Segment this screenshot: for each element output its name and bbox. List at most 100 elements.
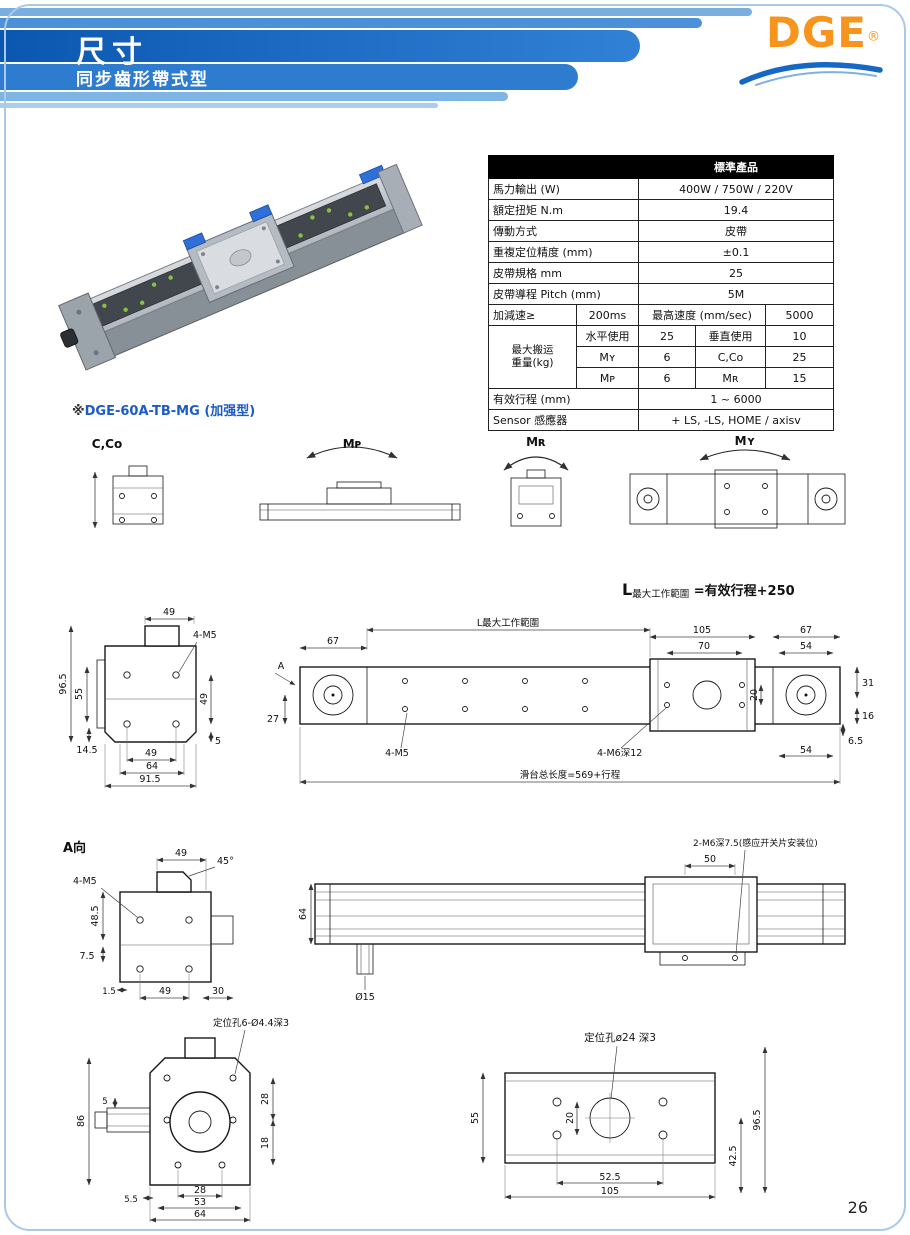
dim-profile-height: 64 [298,908,309,920]
spec-sensor-label: Sensor 感應器 [488,409,639,431]
label-front-holes: 4-M5 [193,630,217,641]
a-view-title: A向 [63,840,86,856]
spec-accel-label: 加減速≥ [488,304,577,326]
dim-front-height-bottom: 14.5 [76,745,97,756]
dim-motor-bottom-w2: 53 [194,1197,206,1208]
spec-mr-value: 15 [764,367,835,389]
header-stripe [0,64,578,90]
dim-aview-top: 49 [175,848,187,859]
dim-aview-bottom-small: 1.5 [102,987,116,997]
label-motor-positioning-holes: 定位孔6-Ø4.4深3 [213,1017,289,1029]
spec-accel-value: 200ms [576,304,639,326]
spec-my-label: Mʏ [576,346,639,368]
brand-logo-text: DGE [765,8,867,57]
spec-sensor-value: + LS, -LS, HOME / axisv [637,409,835,431]
spec-power-value: 400W / 750W / 220V [637,178,835,200]
dim-front-height-total: 96.5 [58,673,69,694]
dim-motor-bottom-w1: 28 [194,1185,206,1196]
spec-belt-pitch-label: 皮帶導程 Pitch (mm) [488,283,639,305]
formula-l: L [622,580,633,599]
header-stripe [0,18,702,28]
spec-mp-value: 6 [638,367,696,389]
dim-aview-bottom: 49 [159,986,171,997]
formula-subscript: 最大工作範圍 [632,589,690,600]
label-slider-positioning-hole: 定位孔ø24 深3 [584,1031,656,1044]
caption-mark: ※ [72,404,85,419]
dim-left-end-width: 67 [327,636,339,647]
dim-aview-left: 48.5 [90,905,101,926]
dim-carriage-hole-spacing: 70 [698,641,710,652]
product-image [58,163,423,371]
moment-label-mr: Mʀ [526,435,546,449]
header-stripe [0,30,640,62]
label-shaft-diameter: Ø15 [355,992,375,1003]
header-stripe [0,103,438,108]
dim-left-edge: 27 [267,714,279,725]
spec-speed-value: 5000 [764,304,835,326]
page-title: 尺寸 [76,35,148,70]
label-aview-chamfer: 45° [217,856,234,867]
dim-front-tab-width: 49 [163,607,175,618]
dim-sensor-spacing: 50 [704,854,716,865]
dim-slider-bottom-w2: 105 [601,1186,619,1197]
spec-load-h-value: 25 [638,325,696,347]
spec-drive-label: 傳動方式 [488,220,639,242]
dim-aview-left-small: 7.5 [79,951,94,962]
blue-clamp [182,232,207,251]
motor-end-drawing: 定位孔6-Ø4.4深3 86 5 5.5 28 18 28 53 64 [76,1017,289,1223]
spec-cco-value: 25 [764,346,835,368]
spec-my-value: 6 [638,346,696,368]
dim-motor-small-left: 5 [102,1097,107,1107]
spec-repeat-label: 重複定位精度 (mm) [488,241,639,263]
header-stripe [0,8,752,16]
dim-motor-right-v1: 28 [260,1093,271,1105]
dim-work-range-label: L最大工作範圍 [477,617,539,629]
spec-load-v-value: 10 [764,325,835,347]
dim-front-height-mid: 55 [74,688,85,700]
spec-mp-label: Mᴘ [576,367,639,389]
actuator-render [58,163,423,371]
dim-motor-bottom-left-small: 5.5 [124,1195,138,1205]
spec-belt-pitch-value: 5M [637,283,835,305]
dim-total-length: 滑台总长度=569+行程 [520,769,621,781]
dim-slider-left: 55 [470,1112,481,1124]
dim-front-width-mid: 64 [146,761,158,772]
label-aview-holes: 4-M5 [73,876,97,887]
rail-mount-holes [402,678,588,712]
blue-clamp [249,204,273,223]
spec-repeat-value: ±0.1 [637,241,835,263]
dim-carriage-hole-v: 20 [749,689,760,701]
a-view-profile: 64 Ø15 50 2-M6深7.5(感应开关片安装位) [298,837,846,1003]
dim-right-v1: 31 [862,678,874,689]
spec-stroke-value: 1 ~ 6000 [637,388,835,410]
moment-label-mp: Mᴘ [343,437,362,451]
moment-label-cco: C,Co [92,437,122,451]
work-range-formula: L最大工作範圍 =有效行程+250 [622,580,795,600]
dim-front-width-total: 91.5 [139,774,160,785]
spec-cco-label: C,Co [695,346,766,368]
spec-torque-label: 額定扭矩 N.m [488,199,639,221]
dim-right-end-width: 67 [800,625,812,636]
dim-slider-right-v1: 96.5 [752,1109,763,1130]
dim-bottom-right: 54 [800,745,812,756]
end-front-view: 49 4-M5 96.5 55 14.5 49 5 49 64 91.5 [58,607,221,789]
spec-load-label: 最大搬运 重量(kg) [488,325,577,389]
dim-right-small: 6.5 [848,736,863,747]
label-rail-holes: 4-M5 [385,748,409,759]
moment-diagram-mp: Mᴘ [259,437,461,521]
spec-belt-width-value: 25 [637,262,835,284]
a-view-drawing: A向 49 45° 4-M5 48.5 7.5 1.5 49 30 [63,837,846,1003]
spec-mr-label: Mʀ [695,367,766,389]
moment-diagram-mr: Mʀ [503,435,569,527]
registered-mark: ® [867,29,880,45]
page-subtitle: 同步齒形帶式型 [76,70,209,90]
spec-belt-width-label: 皮帶規格 mm [488,262,639,284]
spec-load-v-label: 垂直使用 [695,325,766,347]
dim-slider-bottom-w1: 52.5 [599,1172,620,1183]
moment-diagram-my: Mʏ [629,434,846,529]
spec-load-h-label: 水平使用 [576,325,639,347]
moment-label-my: Mʏ [735,434,756,448]
moment-diagrams: C,Co Mᴘ Mʀ [92,434,846,529]
main-dimension-drawing: 49 4-M5 96.5 55 14.5 49 5 49 64 91.5 [58,607,874,789]
